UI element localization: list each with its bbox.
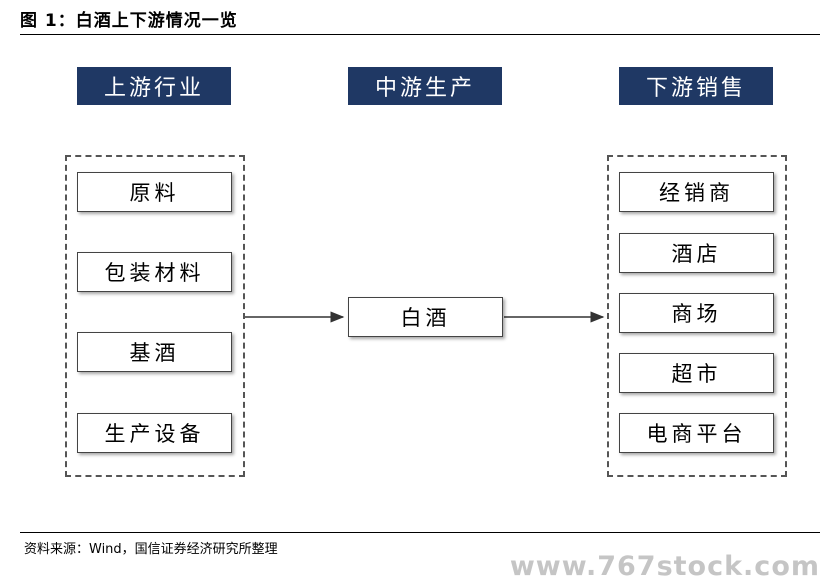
source-rule (20, 532, 820, 533)
figure-title: 图 1：白酒上下游情况一览 (20, 11, 238, 31)
downstream-group (607, 155, 787, 477)
upstream-group (65, 155, 245, 477)
source-note: 资料来源：Wind，国信证券经济研究所整理 (24, 542, 278, 557)
downstream-item-distributor: 经销商 (619, 172, 774, 212)
upstream-item-equipment: 生产设备 (77, 413, 232, 453)
downstream-item-supermarket: 超市 (619, 353, 774, 393)
downstream-item-ecommerce: 电商平台 (619, 413, 774, 453)
title-rule (20, 34, 820, 35)
downstream-item-mall: 商场 (619, 293, 774, 333)
watermark: www.767stock.com (509, 551, 820, 582)
downstream-item-hotel: 酒店 (619, 233, 774, 273)
header-downstream: 下游销售 (619, 67, 773, 105)
header-midstream: 中游生产 (348, 67, 502, 105)
upstream-item-raw-material: 原料 (77, 172, 232, 212)
upstream-item-packaging: 包装材料 (77, 252, 232, 292)
midstream-item-baijiu: 白酒 (348, 297, 503, 337)
header-upstream: 上游行业 (77, 67, 231, 105)
upstream-item-base-liquor: 基酒 (77, 332, 232, 372)
